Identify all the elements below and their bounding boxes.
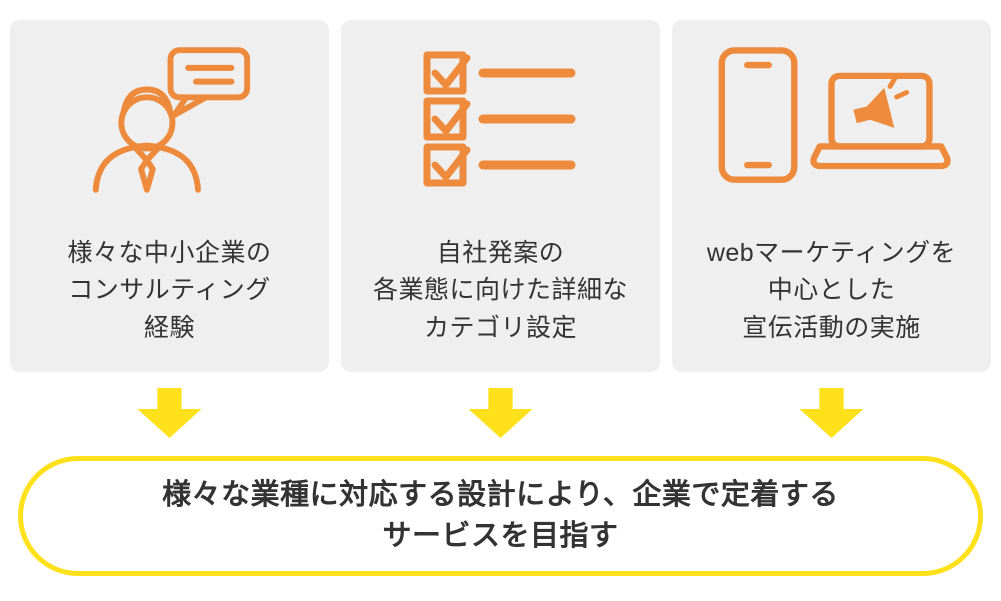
down-arrow-icon bbox=[137, 388, 202, 438]
feature-cards-row: 様々な中小企業の コンサルティング 経験 bbox=[10, 20, 991, 372]
down-arrow-icon bbox=[799, 388, 864, 438]
card-text-categories: 自社発案の 各業態に向けた詳細な カテゴリ設定 bbox=[373, 235, 628, 348]
summary-line: 様々な業種に対応する設計により、企業で定着する bbox=[162, 479, 839, 512]
card-text-line: 経験 bbox=[143, 313, 195, 342]
card-text-line: 様々な中小企業の bbox=[67, 238, 272, 267]
feature-card-consulting: 様々な中小企業の コンサルティング 経験 bbox=[10, 20, 329, 372]
checklist-icon bbox=[421, 26, 581, 210]
card-text-line: コンサルティング bbox=[68, 276, 271, 304]
card-text-line: 各業態に向けた詳細な bbox=[372, 276, 628, 304]
summary-line: サービスを目指す bbox=[382, 520, 619, 552]
card-text-line: 宣伝活動の実施 bbox=[742, 313, 921, 342]
card-text-marketing: webマーケティングを 中心とした 宣伝活動の実施 bbox=[707, 235, 956, 348]
down-arrow-icon bbox=[468, 388, 533, 438]
card-text-line: webマーケティングを bbox=[706, 238, 957, 267]
summary-banner: 様々な業種に対応する設計により、企業で定着する サービスを目指す bbox=[18, 456, 983, 576]
card-text-line: 中心とした bbox=[767, 276, 896, 304]
feature-card-marketing: webマーケティングを 中心とした 宣伝活動の実施 bbox=[672, 20, 991, 372]
consultant-speech-bubble-icon bbox=[84, 26, 256, 210]
phone-laptop-megaphone-icon bbox=[712, 26, 952, 210]
arrows-row bbox=[0, 372, 1001, 438]
card-text-consulting: 様々な中小企業の コンサルティング 経験 bbox=[67, 235, 271, 348]
feature-card-categories: 自社発案の 各業態に向けた詳細な カテゴリ設定 bbox=[341, 20, 660, 372]
card-text-line: カテゴリ設定 bbox=[423, 313, 577, 342]
card-text-line: 自社発案の bbox=[436, 238, 565, 267]
